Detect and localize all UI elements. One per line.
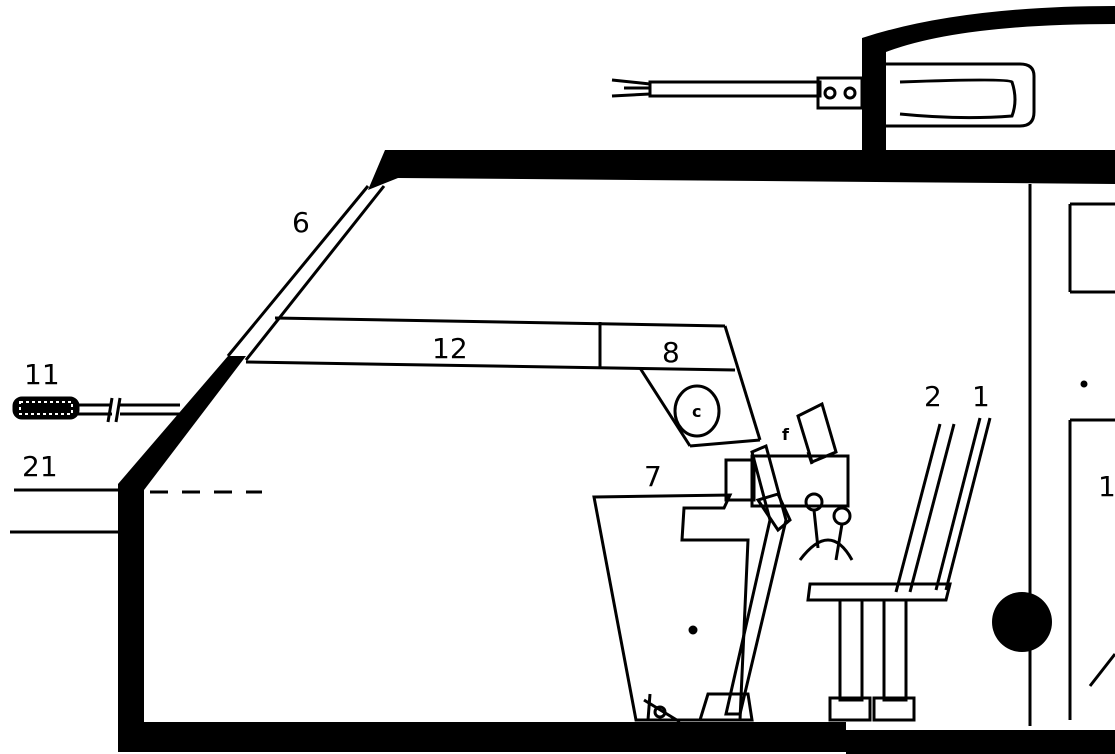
hull-outline [118, 150, 1115, 754]
label-11: 11 [24, 358, 60, 391]
control-lever [697, 401, 838, 722]
bulkhead [1028, 184, 1115, 726]
label-8: 8 [662, 336, 680, 369]
glacis-window [226, 185, 386, 361]
turret [862, 6, 1115, 156]
reference-line-21 [10, 488, 262, 534]
label-2: 2 [924, 380, 942, 413]
shift-levers [798, 492, 854, 561]
label-1: 1 [972, 380, 990, 413]
label-f: f [782, 425, 790, 444]
label-6: 6 [292, 206, 310, 239]
hatch-circle [992, 592, 1052, 652]
instrument-box [592, 454, 850, 722]
label-12: 12 [432, 332, 468, 365]
seats [806, 417, 992, 722]
bow-gun [12, 396, 180, 423]
vision-block-bar [245, 316, 762, 448]
label-right-1: 1 [1098, 470, 1115, 503]
label-c: c [692, 402, 701, 421]
label-7: 7 [644, 460, 662, 493]
foot-pedal [643, 693, 681, 724]
periscope [611, 62, 1036, 128]
label-21: 21 [22, 450, 58, 483]
